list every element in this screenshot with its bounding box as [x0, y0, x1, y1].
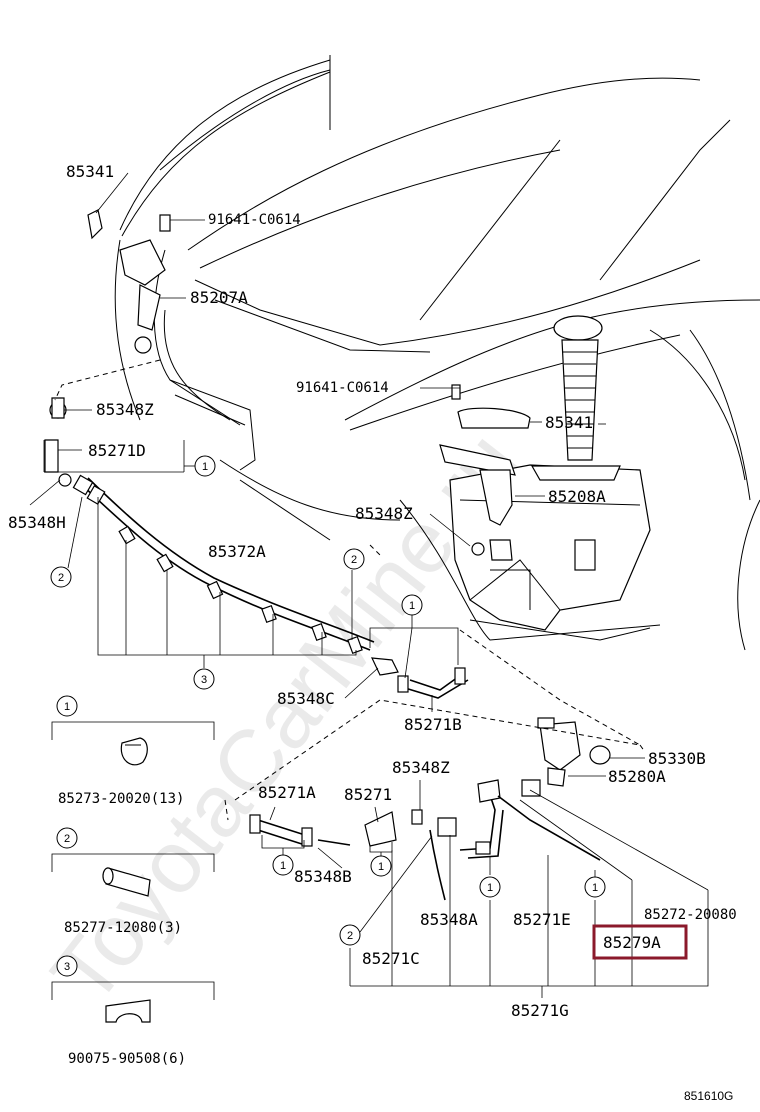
dashed-references — [54, 359, 646, 821]
label-85271B: 85271B — [404, 715, 462, 734]
callout-number: 1 — [280, 860, 286, 872]
label-91641-top: 91641-C0614 — [208, 212, 301, 228]
legend-part-1: 85273-20020(13) — [58, 791, 184, 807]
label-85372A: 85372A — [208, 542, 266, 561]
callout-number: 2 — [58, 572, 64, 584]
callout-circles: 1 2 2 1 3 1 1 1 1 2 — [50, 455, 606, 946]
callout-number: 2 — [347, 930, 353, 942]
label-85271C: 85271C — [362, 949, 420, 968]
label-85341-top: 85341 — [66, 162, 114, 181]
hose-85271D — [44, 397, 72, 487]
filler-neck — [530, 315, 621, 481]
label-85348Z-mid: 85348Z — [355, 504, 413, 523]
hose-85372A — [72, 474, 375, 655]
label-85348H: 85348H — [8, 513, 66, 532]
callout-number: 3 — [64, 961, 70, 973]
label-85271: 85271 — [344, 785, 392, 804]
label-85271G: 85271G — [511, 1001, 569, 1020]
diagram-code: 851610G — [684, 1089, 733, 1103]
label-85348B: 85348B — [294, 867, 352, 886]
callout-number: 1 — [64, 701, 70, 713]
label-85348C: 85348C — [277, 689, 335, 708]
label-85348A: 85348A — [420, 910, 478, 929]
label-85271A: 85271A — [258, 783, 316, 802]
label-85348Z-low: 85348Z — [392, 758, 450, 777]
callout-number: 2 — [351, 554, 357, 566]
label-85207A: 85207A — [190, 288, 248, 307]
legend-part-3: 90075-90508(6) — [68, 1051, 186, 1067]
label-85272: 85272-20080 — [644, 907, 737, 923]
label-85271E: 85271E — [513, 910, 571, 929]
left-washer-nozzle — [87, 209, 171, 354]
callout-number: 1 — [487, 882, 493, 894]
label-85341-mid: 85341 — [545, 413, 593, 432]
callout-number: 1 — [202, 461, 208, 473]
callout-number: 3 — [201, 674, 207, 686]
callout-number: 1 — [378, 861, 384, 873]
label-85348Z-left: 85348Z — [96, 400, 154, 419]
label-85271D: 85271D — [88, 441, 146, 460]
callout-number: 1 — [409, 600, 415, 612]
label-91641-mid: 91641-C0614 — [296, 380, 389, 396]
legend-icons — [102, 737, 151, 1023]
nozzle-85208A — [439, 384, 531, 561]
legend-part-2: 85277-12080(3) — [64, 920, 182, 936]
callout-number: 2 — [64, 833, 70, 845]
legend: 1 85273-20020(13) 2 85277-12080(3) 3 900… — [56, 695, 186, 1067]
label-85330B: 85330B — [648, 749, 706, 768]
washer-pump — [521, 717, 611, 797]
lower-hoses — [249, 657, 601, 901]
label-85208A: 85208A — [548, 487, 606, 506]
part-labels: 85341 91641-C0614 85207A 85348Z 85271D 8… — [8, 162, 737, 1020]
leader-lines — [29, 172, 709, 1000]
callout-number: 1 — [592, 882, 598, 894]
highlight-box — [592, 924, 688, 960]
label-85279A: 85279A — [603, 933, 661, 952]
label-85280A: 85280A — [608, 767, 666, 786]
